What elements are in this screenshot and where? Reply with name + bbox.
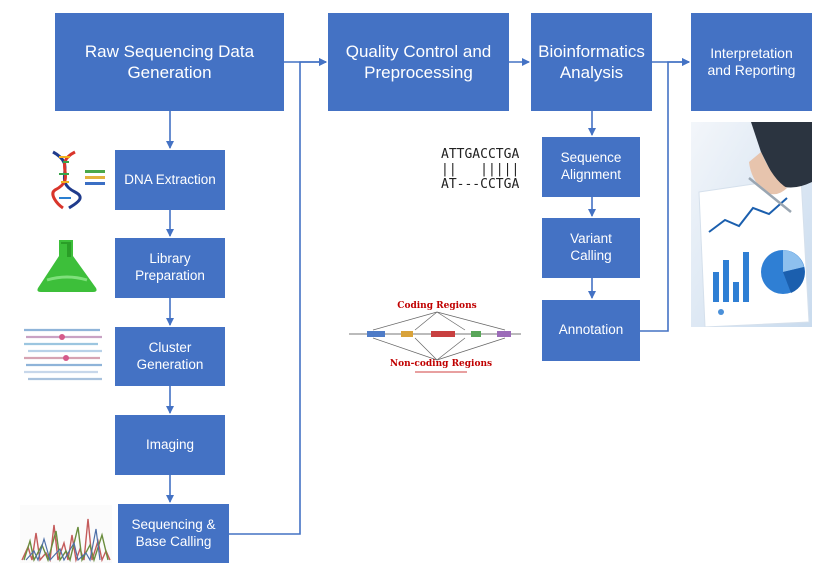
annotation-label: Annotation	[558, 322, 624, 338]
noncoding-regions-label: Non-coding Regions	[390, 359, 492, 369]
report-photo-icon	[691, 122, 812, 327]
library-preparation-box: Library Preparation	[115, 238, 225, 298]
variant-calling-box: Variant Calling	[542, 218, 640, 278]
imaging-label: Imaging	[145, 436, 195, 452]
bioinformatics-analysis-box: Bioinformatics Analysis	[531, 13, 652, 111]
alignment-line-3: AT---CCTGA	[441, 177, 520, 192]
library-preparation-label: Library Preparation	[135, 251, 205, 283]
cluster-strands-icon	[24, 328, 102, 381]
annotation-box: Annotation	[542, 300, 640, 361]
sequencing-base-calling-box: Sequencing & Base Calling	[118, 504, 229, 563]
interpretation-reporting-box: Interpretation and Reporting	[691, 13, 812, 111]
alignment-line-1: ATTGACCTGA	[441, 147, 520, 162]
flask-icon	[37, 240, 97, 292]
quality-control-label: Quality Control and Preprocessing	[345, 41, 492, 82]
cluster-generation-label: Cluster Generation	[136, 339, 204, 372]
alignment-line-2: || |||||	[441, 162, 520, 177]
variant-calling-label: Variant Calling	[570, 231, 612, 263]
sequence-alignment-label: Sequence Alignment	[560, 150, 622, 182]
sequencing-base-calling-label: Sequencing & Base Calling	[131, 516, 216, 549]
interpretation-reporting-label: Interpretation and Reporting	[707, 44, 796, 79]
sequence-alignment-box: Sequence Alignment	[542, 137, 640, 197]
chromatogram-icon	[20, 505, 112, 563]
imaging-box: Imaging	[115, 415, 225, 475]
arrow-sequencing-to-qc	[229, 58, 327, 535]
dna-extraction-label: DNA Extraction	[124, 171, 216, 187]
arrow-annotation-to-interp	[640, 58, 690, 332]
quality-control-box: Quality Control and Preprocessing	[328, 13, 509, 111]
dna-extraction-box: DNA Extraction	[115, 150, 225, 210]
coding-regions-label: Coding Regions	[397, 301, 476, 311]
alignment-example: ATTGACCTGA || ||||| AT---CCTGA	[441, 147, 519, 192]
cluster-generation-box: Cluster Generation	[115, 327, 225, 386]
dna-helix-icon	[51, 150, 105, 210]
raw-data-generation-box: Raw Sequencing Data Generation	[55, 13, 284, 111]
annotation-figure: Coding Regions Non-coding Regions	[349, 301, 521, 373]
bioinformatics-analysis-label: Bioinformatics Analysis	[538, 41, 645, 82]
raw-data-generation-label: Raw Sequencing Data Generation	[84, 41, 255, 82]
